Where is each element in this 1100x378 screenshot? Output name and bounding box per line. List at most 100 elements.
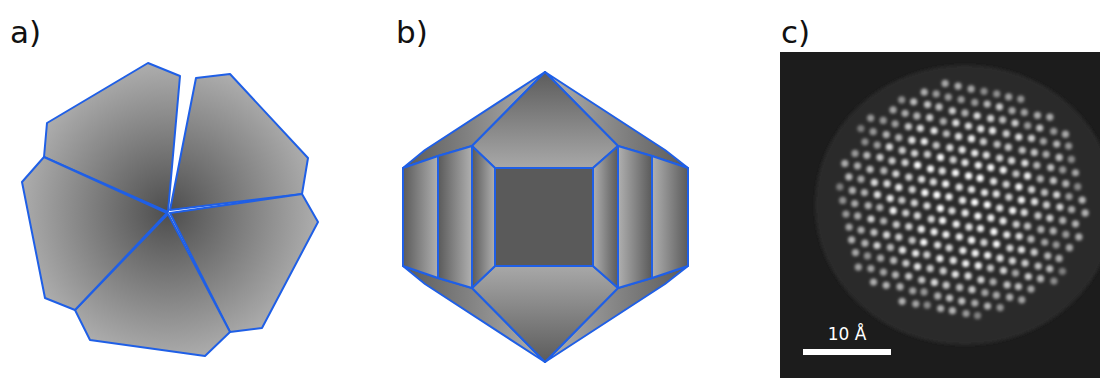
atom-column xyxy=(939,167,946,174)
atom-column xyxy=(1024,223,1031,230)
atom-column xyxy=(851,200,858,207)
atom-column xyxy=(1003,130,1010,137)
atom-column xyxy=(908,137,915,144)
atom-column xyxy=(949,107,956,114)
atom-column xyxy=(1034,212,1041,219)
atom-column xyxy=(923,251,930,258)
atom-column xyxy=(864,252,871,259)
atom-column xyxy=(867,265,874,272)
atom-column xyxy=(942,231,949,238)
atom-column xyxy=(962,209,969,216)
atom-column xyxy=(1062,180,1069,187)
atom-column xyxy=(943,130,950,137)
atom-column xyxy=(895,233,902,240)
atom-column xyxy=(841,160,848,167)
atom-columns xyxy=(836,80,1089,319)
atom-column xyxy=(924,101,931,108)
atom-column xyxy=(971,149,978,156)
atom-column xyxy=(946,244,953,251)
atom-column xyxy=(990,178,997,185)
atom-column xyxy=(977,125,984,132)
atom-column xyxy=(874,142,881,149)
atom-column xyxy=(940,118,947,125)
atom-column xyxy=(1066,244,1073,251)
atom-column xyxy=(987,115,994,122)
atom-column xyxy=(1037,275,1044,282)
atom-column xyxy=(956,284,963,291)
atom-column xyxy=(1062,231,1069,238)
atom-column xyxy=(911,150,918,157)
atom-column xyxy=(876,154,883,161)
atom-column xyxy=(1004,281,1011,288)
atom-column xyxy=(945,94,952,101)
atom-column xyxy=(1034,112,1041,119)
atom-column xyxy=(955,133,962,140)
atom-column xyxy=(956,233,963,240)
panel-label: b) xyxy=(396,17,428,48)
decahedron-side-view xyxy=(403,72,688,362)
atom-column xyxy=(880,167,887,174)
atom-column xyxy=(939,217,946,224)
atom-column xyxy=(1053,140,1060,147)
atom-column xyxy=(930,178,937,185)
atom-column xyxy=(845,223,852,230)
atom-column xyxy=(971,199,978,206)
atom-column xyxy=(854,162,861,169)
atom-column xyxy=(892,170,899,177)
atom-column xyxy=(997,304,1004,311)
atom-column xyxy=(1027,286,1034,293)
atom-column xyxy=(910,98,917,105)
atom-column xyxy=(857,226,864,233)
atom-column xyxy=(993,292,1000,299)
atom-column xyxy=(883,282,890,289)
atom-column xyxy=(1053,191,1060,198)
atom-column xyxy=(905,174,912,181)
atom-column xyxy=(1053,241,1060,248)
atom-column xyxy=(996,255,1003,262)
atom-column xyxy=(1009,207,1016,214)
atom-column xyxy=(1033,162,1040,169)
facet xyxy=(472,266,618,362)
atom-column xyxy=(1062,131,1069,138)
facet xyxy=(472,72,618,168)
atom-column xyxy=(950,156,957,163)
atom-column xyxy=(936,255,943,262)
atom-column xyxy=(1037,175,1044,182)
atom-column xyxy=(933,191,940,198)
atom-column xyxy=(1050,128,1057,135)
atom-column xyxy=(987,164,994,171)
atom-column xyxy=(937,205,944,212)
atom-column xyxy=(971,99,978,106)
atom-column xyxy=(933,90,940,97)
atom-column xyxy=(880,217,887,224)
atom-column xyxy=(945,193,952,200)
atom-column xyxy=(999,116,1006,123)
atom-column xyxy=(895,134,902,141)
atom-column xyxy=(962,260,969,267)
atom-column xyxy=(1047,164,1054,171)
atom-column xyxy=(877,255,884,262)
atom-column xyxy=(1028,186,1035,193)
atom-column xyxy=(1075,233,1082,240)
atom-column xyxy=(1016,233,1023,240)
atom-column xyxy=(870,128,877,135)
atom-column xyxy=(1015,283,1022,290)
atom-column xyxy=(1072,169,1079,176)
atom-column xyxy=(909,287,916,294)
atom-column xyxy=(937,305,944,312)
atom-column xyxy=(1005,93,1012,100)
atom-column xyxy=(1031,249,1038,256)
atom-column xyxy=(1025,273,1032,280)
atom-column xyxy=(880,268,887,275)
atom-column xyxy=(899,247,906,254)
atom-column xyxy=(965,223,972,230)
atom-column xyxy=(1006,245,1013,252)
atom-column xyxy=(952,119,959,126)
atom-column xyxy=(1041,189,1048,196)
atom-column xyxy=(975,262,982,269)
atom-column xyxy=(1006,294,1013,301)
atom-column xyxy=(1000,267,1007,274)
atom-column xyxy=(1018,246,1025,253)
atom-column xyxy=(1082,209,1089,216)
atom-column xyxy=(914,263,921,270)
